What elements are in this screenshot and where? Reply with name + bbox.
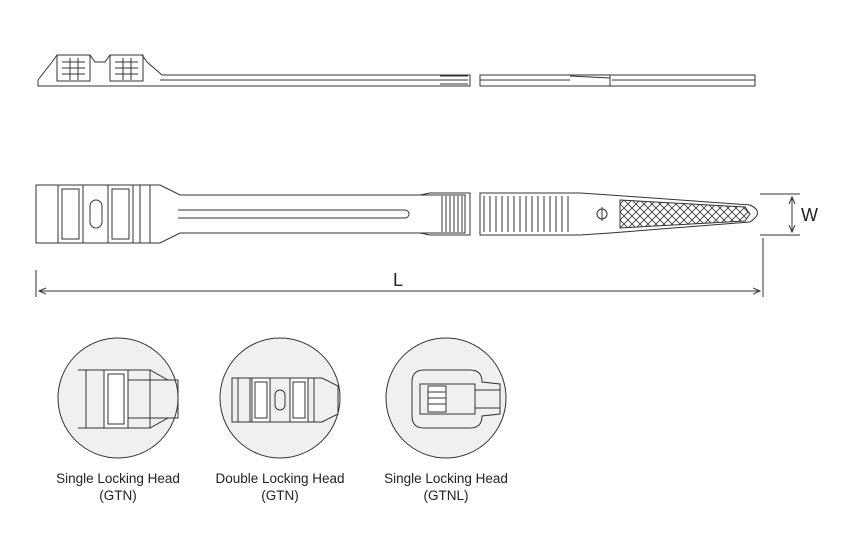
dimension-l [35, 238, 764, 297]
detail-double-head-gtn [219, 337, 341, 459]
caption-title: Single Locking Head [56, 471, 180, 486]
caption-double-head-gtn: Double Locking Head (GTN) [195, 470, 365, 504]
caption-code: (GTN) [99, 488, 137, 503]
top-view [35, 184, 758, 244]
caption-single-head-gtn: Single Locking Head (GTN) [33, 470, 203, 504]
detail-single-head-gtn [57, 337, 179, 459]
dimension-w [760, 193, 800, 236]
caption-title: Single Locking Head [384, 471, 508, 486]
caption-title: Double Locking Head [215, 471, 345, 486]
length-label: L [393, 270, 403, 290]
caption-code: (GTN) [261, 488, 299, 503]
caption-single-head-gtnl: Single Locking Head (GTNL) [361, 470, 531, 504]
width-label: W [801, 205, 818, 225]
side-view [37, 54, 756, 87]
caption-code: (GTNL) [423, 488, 469, 503]
detail-single-head-gtnl [385, 337, 507, 459]
